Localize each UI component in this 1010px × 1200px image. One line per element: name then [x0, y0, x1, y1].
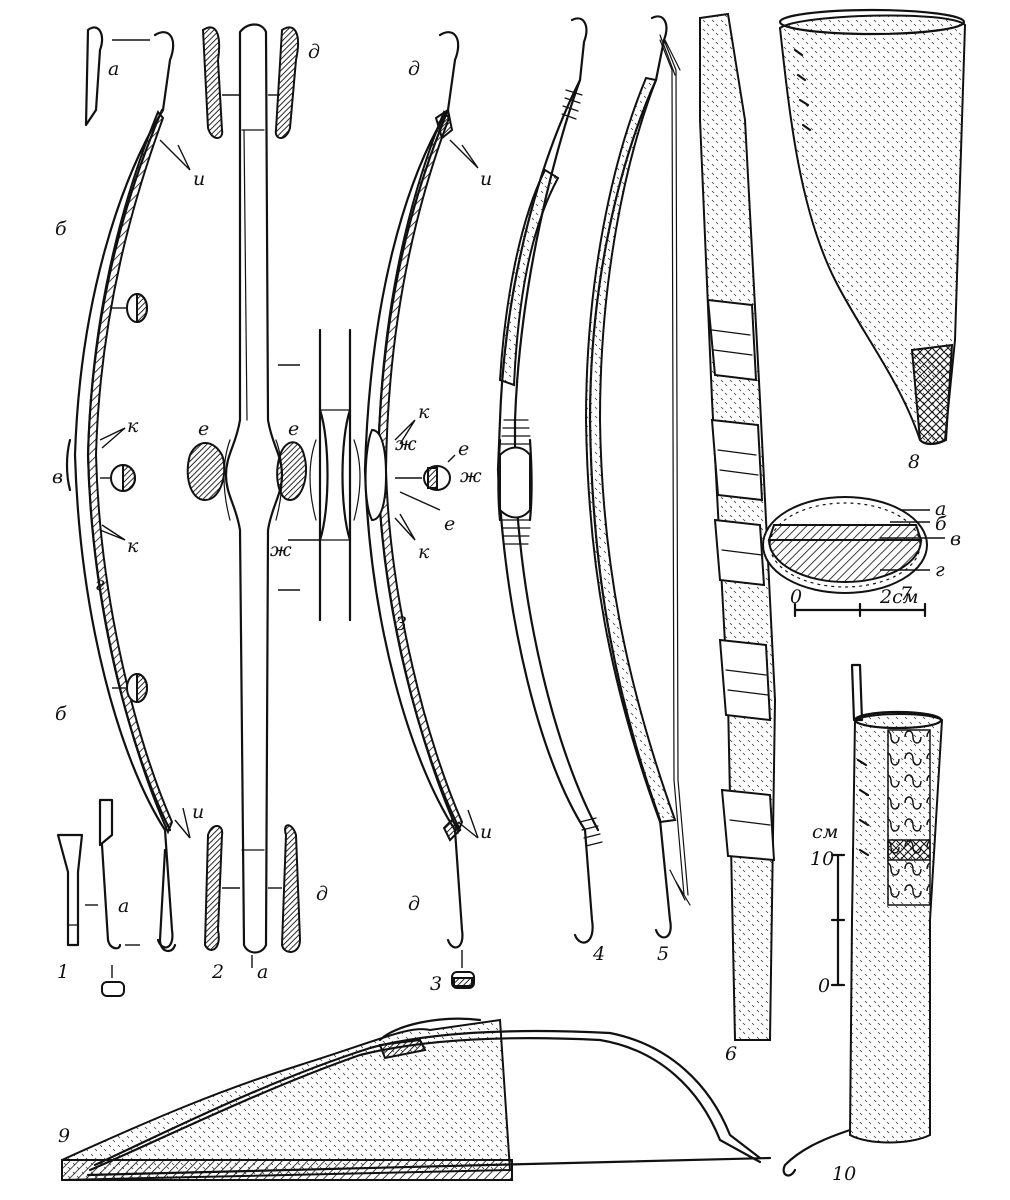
label-zh-fig3-left: ж — [395, 433, 417, 455]
figure-number-1: 1 — [57, 961, 69, 983]
label-a-fig1-bottom: а — [118, 895, 129, 917]
figure-number-8: 8 — [908, 451, 920, 473]
label-e-fig2-right: е — [288, 418, 299, 440]
figure-number-10: 10 — [832, 1163, 856, 1185]
label-g-fig1: г — [95, 573, 105, 595]
scale-10cm-zero: 0 — [818, 975, 830, 997]
label-g-fig7: г — [935, 559, 945, 581]
figure-number-2: 2 — [211, 961, 224, 983]
figure-number-4: 4 — [592, 943, 605, 965]
bow-profile-figure-1 — [56, 26, 191, 997]
label-i-fig1-bottom: и — [192, 801, 204, 823]
label-a-fig2: а — [257, 961, 268, 983]
bow-case-figure-9 — [61, 1017, 772, 1182]
label-i-fig1-top: и — [193, 168, 205, 190]
strung-bow-figure-5 — [584, 15, 691, 939]
bow-front-figure-2 — [186, 23, 361, 968]
figure-number-9: 9 — [58, 1125, 70, 1147]
label-d-fig2-bottom: д — [316, 883, 328, 905]
label-k-fig1-bottom: к — [127, 535, 139, 557]
label-v-fig1: в — [52, 466, 63, 488]
scale-2cm-zero: 0 — [790, 586, 802, 608]
wrapped-stave-figure-6 — [699, 12, 777, 1041]
label-i-fig3-bottom: и — [480, 821, 492, 843]
label-b-fig1-top: б — [55, 218, 67, 240]
label-e-fig2-left: е — [198, 418, 209, 440]
figure-number-3: 3 — [430, 973, 442, 995]
decorated-quiver-figure-10 — [782, 663, 944, 1177]
label-v-fig7: в — [950, 528, 961, 550]
label-e-fig3-bottom: е — [444, 513, 455, 535]
scale-10cm-ten: 10 — [810, 848, 834, 870]
label-a-fig1: а — [108, 58, 119, 80]
cross-section-figure-7 — [762, 496, 945, 618]
label-k-fig3-top: к — [418, 401, 430, 423]
label-d-fig3-bottom: д — [408, 893, 420, 915]
label-e-fig3-top: е — [458, 438, 469, 460]
figure-number-6: 6 — [725, 1043, 737, 1065]
label-k-fig3-bottom: к — [418, 541, 430, 563]
label-b-fig7: б — [935, 513, 947, 535]
label-zh-fig3-right: ж — [460, 465, 482, 487]
label-b-fig1-bottom: б — [55, 703, 67, 725]
label-d-fig3-top: д — [408, 58, 420, 80]
label-zh-fig2: ж — [270, 539, 292, 561]
wrapped-bow-figure-4 — [496, 17, 603, 944]
label-i-fig3-top: и — [480, 168, 492, 190]
figure-number-7: 7 — [900, 583, 913, 605]
label-k-fig1-top: к — [127, 415, 139, 437]
scale-10cm-unit: см — [812, 821, 838, 843]
label-d-fig2-top: д — [308, 41, 320, 63]
figure-number-3-side: 3 — [395, 613, 407, 635]
scale-2cm-end: 2см — [879, 586, 918, 608]
label-a-fig7: а — [935, 498, 946, 520]
bow-profile-figure-3 — [363, 31, 479, 989]
quiver-figure-8 — [778, 8, 967, 446]
figure-number-5: 5 — [657, 943, 669, 965]
